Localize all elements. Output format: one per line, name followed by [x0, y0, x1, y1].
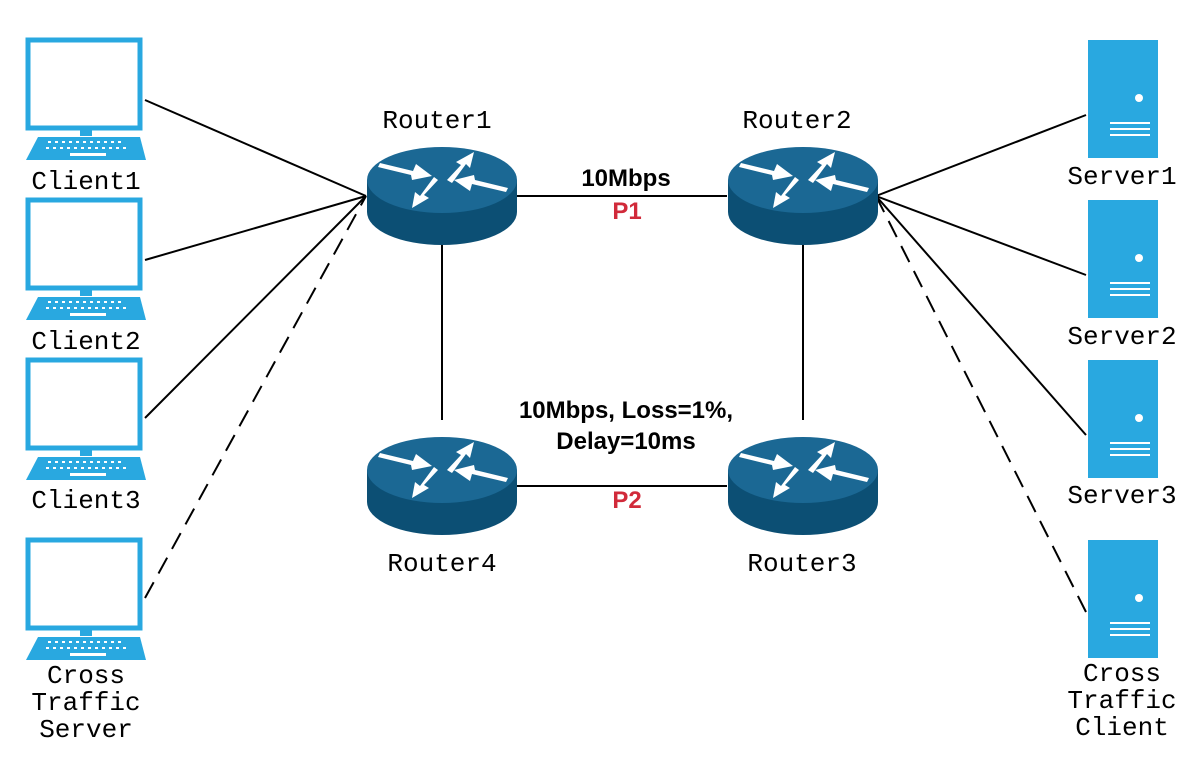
server-icon — [1088, 360, 1158, 478]
link-router2-server2 — [875, 195, 1087, 276]
cross-client-label-line2: Traffic — [1067, 686, 1176, 716]
link-router2-crossclient — [875, 195, 1087, 613]
router-icon — [728, 437, 878, 535]
server-label: Server1 — [1067, 162, 1176, 192]
client-1: Client1 — [26, 40, 146, 197]
server-label: Server3 — [1067, 481, 1176, 511]
links-left — [144, 99, 367, 599]
links-core — [441, 195, 804, 487]
server-2: Server2 — [1067, 200, 1177, 352]
laptop-icon — [26, 540, 146, 660]
links-right — [875, 114, 1087, 613]
client-2: Client2 — [26, 200, 146, 357]
router-label: Router3 — [747, 549, 856, 579]
p2-params-line2: Delay=10ms — [556, 428, 695, 455]
cross-server-label-line1: Cross — [47, 661, 125, 691]
laptop-icon — [26, 360, 146, 480]
cross-server-label-line3: Server — [39, 715, 133, 745]
client-label: Client3 — [31, 486, 140, 516]
link-router2-server3 — [875, 195, 1087, 436]
link-router2-server1 — [875, 114, 1087, 197]
p1-path-label: P1 — [612, 198, 641, 225]
router-label: Router2 — [742, 106, 851, 136]
server-icon — [1088, 40, 1158, 158]
router-icon — [367, 147, 517, 245]
client-label: Client1 — [31, 167, 140, 197]
link-crossserver-router1 — [144, 195, 367, 599]
router-icon — [367, 437, 517, 535]
server-1: Server1 — [1067, 40, 1177, 192]
cross-server-label-line2: Traffic — [31, 688, 140, 718]
router-2: Router2 — [728, 106, 878, 245]
server-icon — [1088, 200, 1158, 318]
cross-traffic-server: Cross Traffic Server — [26, 540, 146, 745]
cross-client-label-line1: Cross — [1083, 659, 1161, 689]
p2-path-label: P2 — [612, 487, 641, 514]
link-client1-router1 — [144, 99, 367, 197]
p2-params-line1: 10Mbps, Loss=1%, — [519, 397, 733, 424]
router-label: Router4 — [387, 549, 496, 579]
router-4: Router4 — [367, 437, 517, 579]
client-label: Client2 — [31, 327, 140, 357]
p1-bandwidth-label: 10Mbps — [581, 165, 670, 192]
router-3: Router3 — [728, 437, 878, 579]
cross-traffic-client: Cross Traffic Client — [1067, 540, 1177, 743]
laptop-icon — [26, 200, 146, 320]
server-label: Server2 — [1067, 322, 1176, 352]
server-3: Server3 — [1067, 360, 1177, 511]
laptop-icon — [26, 40, 146, 160]
router-1: Router1 — [367, 106, 517, 245]
client-3: Client3 — [26, 360, 146, 516]
router-icon — [728, 147, 878, 245]
cross-client-label-line3: Client — [1075, 713, 1169, 743]
server-icon — [1088, 540, 1158, 658]
link-client2-router1 — [144, 195, 367, 261]
link-client3-router1 — [144, 195, 367, 419]
router-label: Router1 — [382, 106, 491, 136]
